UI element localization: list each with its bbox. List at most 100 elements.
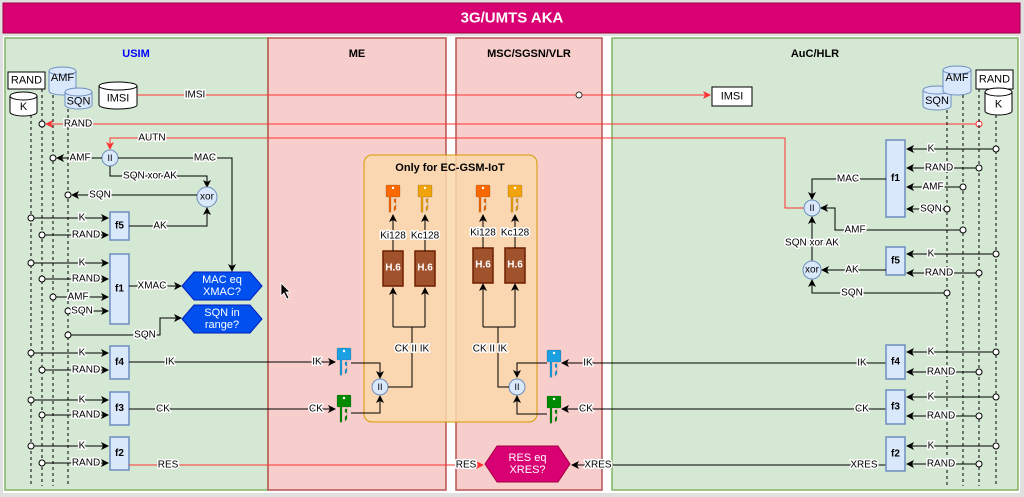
- connector-dot: [943, 289, 951, 297]
- mac-check-hex-label: XMAC?: [203, 286, 241, 298]
- ak-label: AK: [845, 265, 859, 276]
- sqn-check-hex-label: range?: [205, 319, 239, 331]
- me-concat-node-label: II: [377, 382, 382, 392]
- kc128-label: Kc128: [501, 228, 530, 239]
- usim-f1-box: [109, 253, 130, 325]
- input-label: RAND: [925, 163, 953, 174]
- connector-dot: [975, 164, 983, 172]
- key-shape: [475, 184, 491, 213]
- connector-dot: [943, 205, 951, 213]
- key-hole: [481, 186, 485, 190]
- auc-k-store: [984, 87, 1013, 116]
- ck-ii-ik-label: CK II IK: [395, 344, 430, 355]
- auc-concat-node-label: II: [809, 203, 814, 213]
- auc-imsi-box-label: IMSI: [721, 91, 744, 103]
- rand-label: RAND: [927, 411, 955, 422]
- rand-label: RAND: [72, 365, 100, 376]
- auc-f4-box: [885, 344, 906, 380]
- connector-dot: [38, 459, 46, 467]
- ki128-label: Ki128: [380, 231, 406, 242]
- auc-rand-store-label: RAND: [979, 74, 1010, 86]
- rand-label: RAND: [925, 268, 953, 279]
- xres-label: XRES: [584, 460, 612, 471]
- connector-dot: [975, 412, 983, 420]
- sqn-label: SQN: [841, 288, 863, 299]
- usim-amf-store: [48, 66, 77, 96]
- res-check-hex-label: RES eq: [509, 452, 547, 464]
- res-label: RES: [158, 460, 179, 471]
- k-label: K: [928, 347, 935, 358]
- k-label: K: [79, 395, 86, 406]
- key-hole: [423, 186, 427, 190]
- input-label: K: [79, 258, 86, 269]
- lane-title-usim: USIM: [122, 48, 150, 60]
- connector-dot: [975, 269, 983, 277]
- auc-f3-box-label: f3: [891, 402, 900, 413]
- usim-amf-store-label: AMF: [51, 72, 75, 84]
- usim-rand-store: [7, 71, 46, 90]
- usim-k-store-label: K: [20, 101, 28, 113]
- sqn-range-line: [71, 314, 182, 336]
- ck-label: CK: [579, 404, 593, 415]
- usim-f5-box-label: f5: [115, 221, 124, 232]
- key-shape: [336, 394, 352, 423]
- msc-concat-node-label: II: [514, 382, 519, 392]
- connector-dot: [38, 411, 46, 419]
- sqn-xor-ak-label: SQN xor AK: [785, 238, 839, 249]
- connector-dot: [27, 442, 35, 450]
- input-label: AMF: [922, 182, 943, 193]
- ck-to-concat: [513, 395, 547, 415]
- title-bar: [2, 2, 1021, 34]
- usim-xor-node-label: xor: [200, 192, 215, 203]
- usim-ak-line: [129, 207, 211, 227]
- key-shape: [385, 184, 401, 213]
- h6-label: H.6: [385, 263, 401, 274]
- connector-dot: [64, 307, 72, 315]
- ik-key-icon: [336, 347, 352, 376]
- res-check-hex: [484, 445, 571, 483]
- ki128-label: Ki128: [470, 228, 496, 239]
- key-shape: [417, 184, 433, 213]
- ik-to-concat: [513, 362, 547, 378]
- usim-f2-box-label: f2: [115, 448, 124, 459]
- k-label: K: [928, 392, 935, 403]
- auc-f5-box: [885, 246, 906, 276]
- connector-dot: [49, 154, 57, 162]
- sqn-check-hex: [181, 304, 263, 334]
- lane-title-auc: AuC/HLR: [791, 48, 839, 60]
- auc-f3-box: [885, 389, 906, 425]
- lane-title-me: ME: [349, 48, 366, 60]
- kc128-key-icon: [507, 184, 523, 213]
- xmac-label: XMAC: [138, 281, 167, 292]
- auc-amf-line: [820, 204, 960, 231]
- usim-mac-line: [118, 157, 236, 272]
- connector-dot: [27, 259, 35, 267]
- input-label: K: [928, 144, 935, 155]
- ik-label: IK: [312, 357, 322, 368]
- mac-check-hex: [181, 271, 263, 301]
- sqn-label: SQN: [89, 190, 111, 201]
- ck-label: CK: [156, 404, 170, 415]
- input-label: AMF: [67, 292, 88, 303]
- me-ck-ik-stem: [388, 327, 413, 388]
- auc-amf-store-label: AMF: [945, 72, 969, 84]
- usim-imsi-store: [98, 81, 138, 110]
- rand-label: RAND: [927, 459, 955, 470]
- mac-label: MAC: [194, 153, 216, 164]
- usim-f4-box-label: f4: [115, 357, 124, 368]
- rand-label: RAND: [927, 367, 955, 378]
- key-hole: [342, 349, 346, 353]
- connector-dot: [975, 368, 983, 376]
- connector-dot: [992, 442, 1000, 450]
- ck-label: CK: [855, 404, 869, 415]
- sqn-label: SQN: [134, 330, 156, 341]
- key-shape: [546, 395, 562, 424]
- connector-dot: [27, 349, 35, 357]
- ki128-key-icon: [475, 184, 491, 213]
- connector-dot: [38, 366, 46, 374]
- amf-label: AMF: [844, 225, 865, 236]
- usim-f2-box: [109, 436, 130, 471]
- h6-label: H.6: [475, 260, 491, 271]
- ki128-key-icon: [385, 184, 401, 213]
